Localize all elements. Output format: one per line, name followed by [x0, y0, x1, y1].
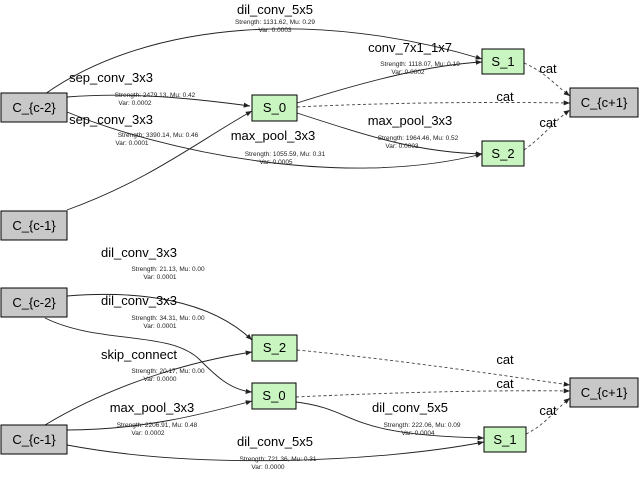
node-c-prev2: C_{c-2} — [0, 287, 68, 318]
cat-label: cat — [539, 61, 557, 76]
cat-label: cat — [496, 352, 514, 367]
edge-c2-s2-sep3b — [66, 111, 483, 169]
op-stat: Strength: 21.13, Mu: 0.00 — [131, 266, 205, 273]
edge-s2-out-cat — [296, 349, 571, 387]
node-s0: S_0 — [251, 94, 298, 122]
node-label: S_0 — [263, 100, 286, 115]
node-label: S_2 — [263, 340, 286, 355]
cat-label: cat — [496, 89, 514, 104]
cat-label: cat — [539, 403, 557, 418]
edge-c1-s0-maxpool — [66, 110, 253, 211]
cell-bottom: dil_conv_3x3 Strength: 21.13, Mu: 0.00 V… — [0, 245, 639, 471]
cat-label: cat — [496, 376, 514, 391]
op-stat: Var: 0.0003 — [385, 143, 419, 150]
edge-c1-s1-dil5 — [66, 440, 485, 462]
node-label: C_{c+1} — [581, 95, 628, 110]
node-s1: S_1 — [481, 48, 525, 75]
op-stat: Var: 0.0001 — [115, 140, 149, 147]
op-stat: Var: 0.0001 — [143, 274, 177, 281]
node-label: C_{c-1} — [12, 218, 56, 233]
edge-s1-out-cat — [523, 62, 571, 97]
node-label: S_2 — [491, 146, 514, 161]
edge-c1-s2-skip — [44, 350, 253, 426]
edge-s1-out-cat — [525, 397, 571, 435]
op-label: dil_conv_3x3 — [101, 245, 177, 260]
op-label: dil_conv_3x3 — [101, 293, 177, 308]
op-stat: Strength: 3390.14, Mu: 0.46 — [118, 132, 199, 139]
op-stat: Var: 0.0002 — [391, 69, 425, 76]
edge-c2-s2-dil3a — [66, 293, 253, 341]
node-s2: S_2 — [481, 140, 525, 167]
node-s0: S_0 — [251, 382, 297, 410]
edge-s2-out-cat — [523, 109, 571, 151]
node-s1: S_1 — [483, 426, 527, 453]
op-stat: Var: 0.0000 — [143, 376, 177, 383]
edge-c1-s0-maxpool — [66, 400, 253, 431]
cell-top: dil_conv_5x5 Strength: 1131.62, Mu: 0.29… — [0, 2, 639, 241]
op-stat: Strength: 1131.62, Mu: 0.29 — [235, 19, 315, 26]
op-stat: Var: 0.0003 — [258, 27, 292, 34]
node-c-prev1: C_{c-1} — [0, 424, 68, 455]
op-stat: Strength: 1964.46, Mu: 0.52 — [378, 135, 459, 142]
op-stat: Strength: 222.06, Mu: 0.09 — [384, 422, 461, 429]
op-label: max_pool_3x3 — [231, 128, 316, 143]
op-label: dil_conv_5x5 — [372, 400, 448, 415]
node-label: C_{c-2} — [12, 295, 56, 310]
op-stat: Strength: 34.31, Mu: 0.00 — [131, 315, 205, 322]
op-label: sep_conv_3x3 — [69, 112, 153, 127]
edge-s0-s1-dil5 — [295, 401, 485, 441]
op-stat: Strength: 1118.07, Mu: 0.19 — [380, 61, 460, 68]
edge-s0-s1-conv7 — [296, 59, 483, 104]
op-label: max_pool_3x3 — [368, 113, 453, 128]
op-label: max_pool_3x3 — [110, 400, 195, 415]
node-label: C_{c-2} — [12, 100, 56, 115]
op-stat: Strength: 20.17, Mu: 0.00 — [131, 368, 205, 375]
node-label: S_1 — [491, 54, 514, 69]
cat-label: cat — [539, 115, 557, 130]
edge-s0-s2-maxpool — [296, 112, 483, 157]
edge-c2-s0-dil3b — [44, 317, 253, 394]
node-label: S_1 — [493, 432, 516, 447]
node-s2: S_2 — [251, 334, 298, 362]
node-label: S_0 — [262, 388, 285, 403]
op-stat: Var: 0.0004 — [401, 430, 435, 437]
op-stat: Strength: 1055.59, Mu: 0.31 — [245, 151, 326, 158]
op-label: conv_7x1_1x7 — [368, 40, 452, 55]
node-c-prev2: C_{c-2} — [0, 92, 68, 123]
op-stat: Var: 0.0000 — [251, 464, 285, 471]
op-stat: Var: 0.0002 — [118, 100, 152, 107]
node-label: C_{c-1} — [12, 432, 56, 447]
edge-c2-s1-dil5 — [44, 28, 483, 95]
op-stat: Strength: 721.36, Mu: 0.31 — [240, 456, 317, 463]
node-c-out: C_{c+1} — [569, 87, 639, 118]
op-stat: Strength: 2479.13, Mu: 0.42 — [115, 92, 196, 99]
node-label: C_{c+1} — [581, 385, 628, 400]
op-label: skip_connect — [101, 347, 177, 362]
op-stat: Var: 0.0005 — [259, 159, 293, 166]
op-stat: Var: 0.0002 — [131, 430, 165, 437]
op-label: sep_conv_3x3 — [69, 70, 153, 85]
op-stat: Strength: 2206.91, Mu: 0.48 — [117, 422, 198, 429]
edge-c2-s0-sep3a — [66, 94, 251, 108]
op-stat: Var: 0.0001 — [143, 323, 177, 330]
edge-s0-out-cat — [295, 388, 571, 398]
node-c-prev1: C_{c-1} — [0, 210, 68, 241]
op-label: dil_conv_5x5 — [237, 2, 313, 17]
op-label: dil_conv_5x5 — [237, 434, 313, 449]
edge-s0-out-cat — [296, 100, 571, 108]
node-c-out: C_{c+1} — [569, 377, 639, 408]
